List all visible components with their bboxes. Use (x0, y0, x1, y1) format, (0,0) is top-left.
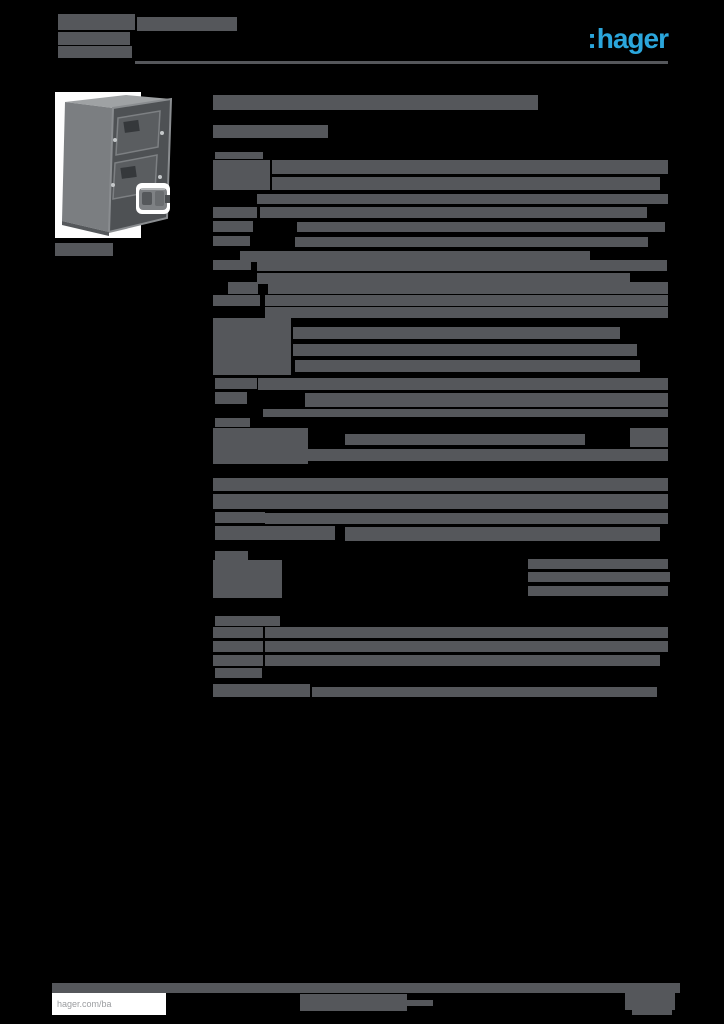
website-link[interactable]: hager.com/ba (57, 999, 112, 1009)
paragraph-line (293, 327, 620, 339)
spec-label (213, 260, 251, 270)
spec-value (260, 207, 647, 218)
spec-value (240, 251, 590, 262)
product-caption (55, 243, 113, 256)
paragraph-line (272, 160, 668, 174)
paragraph-line (293, 344, 637, 356)
footer-band-right (616, 983, 680, 993)
title-bar (213, 95, 538, 110)
spec-label (215, 668, 262, 678)
spec-label (215, 418, 250, 427)
spec-label (215, 551, 248, 560)
product-image (52, 85, 182, 260)
spec-label-col (213, 160, 270, 190)
footer-band (52, 983, 645, 993)
spec-label-col (213, 560, 282, 598)
spec-label-col (213, 318, 291, 375)
spec-value (265, 513, 668, 524)
spec-value (312, 687, 657, 697)
header-range-text (137, 17, 237, 31)
spec-label (215, 152, 263, 159)
paragraph-line (272, 177, 660, 190)
spec-label (215, 378, 257, 389)
spec-value (257, 273, 630, 284)
spec-value (265, 307, 668, 318)
footer-page-info (632, 1008, 672, 1015)
spec-label-col (213, 684, 310, 697)
header-code-line-1 (58, 14, 135, 30)
header-divider (135, 61, 668, 64)
product-box-illustration (55, 92, 173, 238)
spec-value (268, 282, 668, 294)
hager-logo: hager (587, 24, 669, 54)
paragraph-line (213, 478, 668, 491)
right-aligned-value (528, 559, 668, 569)
spec-value (257, 449, 668, 461)
spec-value (345, 527, 660, 541)
spec-label (213, 295, 260, 306)
subtitle-bar (213, 125, 328, 138)
spec-value (295, 237, 648, 247)
spec-value (265, 295, 668, 306)
website-box: hager.com/ba (52, 993, 166, 1015)
spec-value (265, 627, 668, 638)
spec-value (265, 655, 660, 666)
spec-label (213, 627, 263, 638)
spec-label (215, 392, 247, 404)
spec-value (305, 393, 668, 407)
spec-label (213, 641, 263, 652)
spec-value (263, 409, 668, 417)
spec-label (228, 282, 258, 294)
spec-label (213, 207, 257, 218)
footer-center-text (300, 994, 407, 1011)
paragraph-line (213, 494, 668, 509)
spec-value (345, 434, 585, 445)
spec-label (215, 512, 265, 523)
paragraph-line (295, 360, 640, 372)
footer-center-text (407, 1000, 433, 1006)
spec-value (630, 428, 668, 447)
spec-value (265, 641, 668, 652)
spec-label (215, 526, 335, 540)
right-aligned-value (528, 586, 668, 596)
spec-value (258, 378, 668, 390)
footer-page-info (625, 993, 675, 1010)
spec-label (213, 655, 263, 666)
right-aligned-value (528, 572, 670, 582)
spec-label (213, 236, 250, 246)
spec-value (257, 260, 667, 271)
header-code-line-3 (58, 46, 132, 58)
section-label (215, 616, 280, 626)
spec-value (297, 222, 665, 232)
spec-label (213, 221, 253, 232)
header-code-line-2 (58, 32, 130, 45)
spec-value (257, 194, 668, 204)
